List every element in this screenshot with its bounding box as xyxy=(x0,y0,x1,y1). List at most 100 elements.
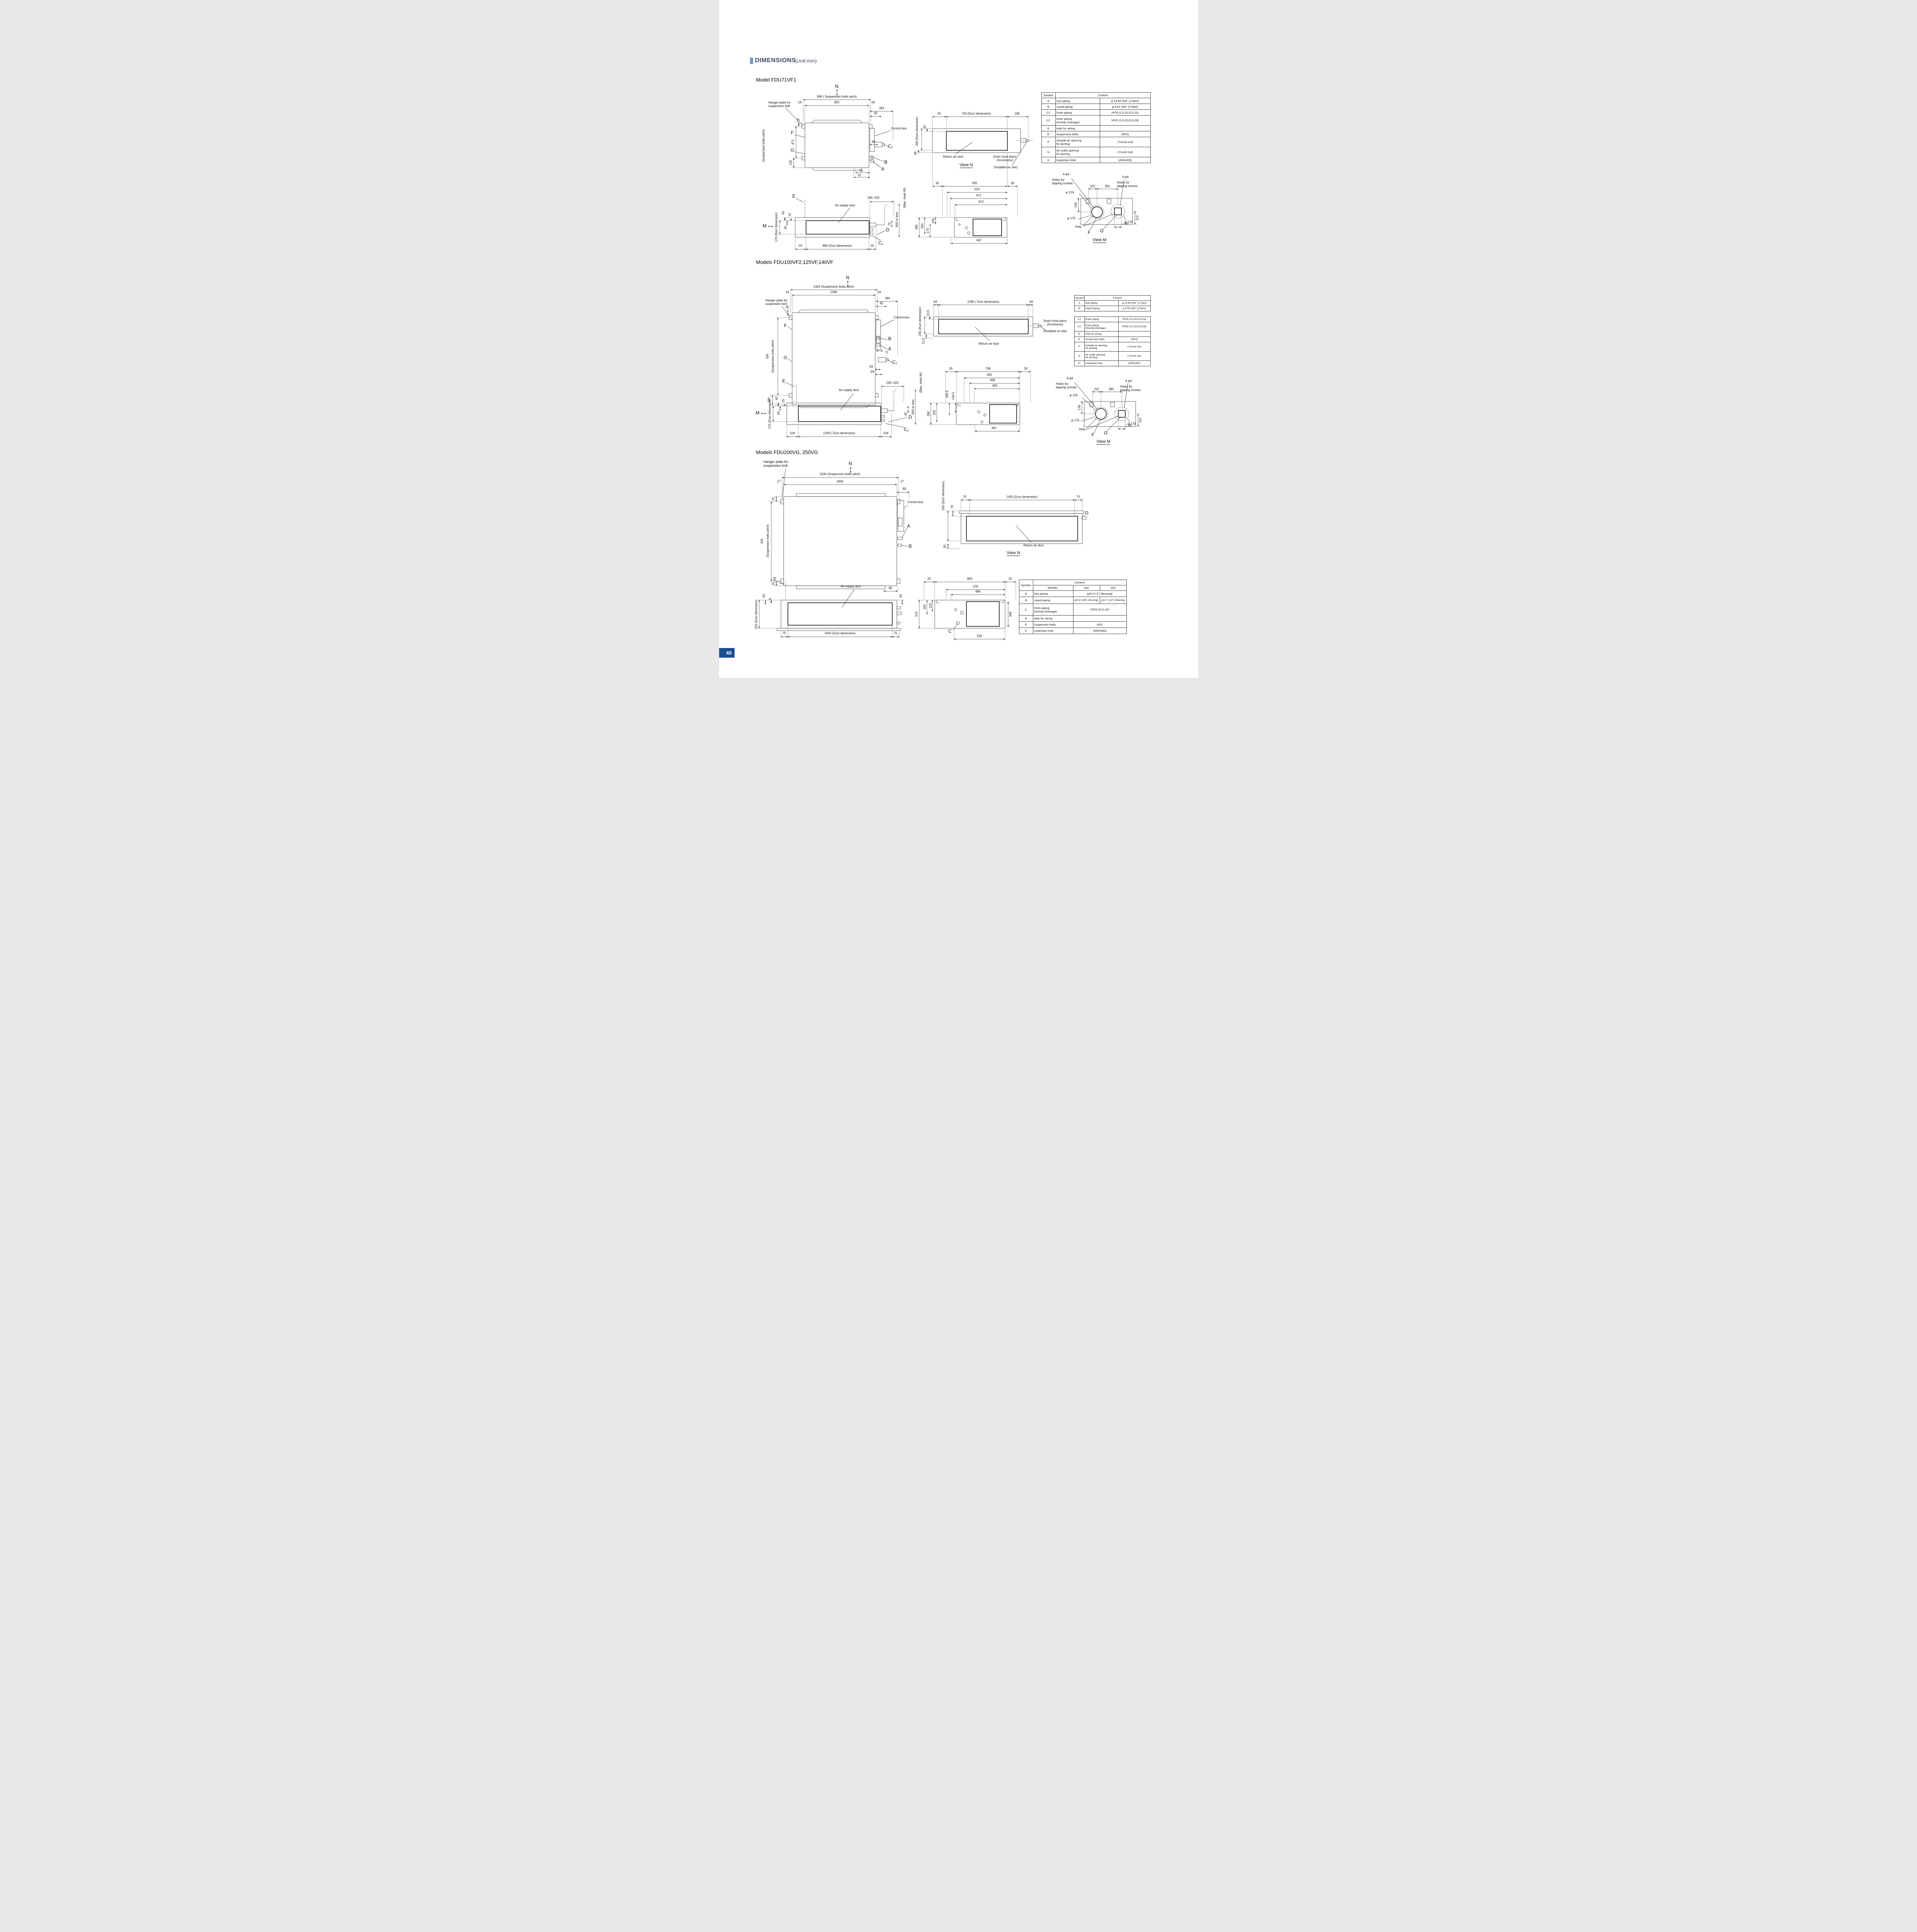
s2-detail-drawing xyxy=(928,371,1031,432)
s1-fourphi-left: 4-φ4 xyxy=(1063,172,1069,176)
s3-dim-50b: 50 xyxy=(899,594,903,598)
s3-view-arrow-n: N xyxy=(849,461,852,466)
s1-installed-label: (Installed on site) xyxy=(994,165,1017,169)
s2-row-d-label: Hole for wiring xyxy=(1084,331,1119,337)
s1-dim-duct740: 740 (Duct dimension) xyxy=(961,112,991,116)
s1-dim-55b: 55 xyxy=(871,244,874,248)
s2-dim-405: 405 xyxy=(992,384,998,388)
s2-row-a-value: φ 15.88 (5/8" )( Flare) xyxy=(1118,300,1151,306)
s2-row-b-sym: B xyxy=(1074,306,1085,311)
s3-th-250: 250 xyxy=(1099,585,1127,591)
s1-row-c1-value: VP25 (I.D.25,O.D.32) xyxy=(1099,109,1151,116)
page-title-unit: (Unit:mm) xyxy=(794,58,817,64)
s3-dim-486: 486 xyxy=(975,590,981,594)
s3-row-d-label: Hole for wiring xyxy=(1032,615,1073,622)
s3-row-b-label: Liquid piping xyxy=(1032,597,1073,604)
s1-sym-e: E xyxy=(792,193,796,199)
s2-dim-duct1200: 1200 ( Duct dimension) xyxy=(823,431,855,435)
s1-row-g-value: ( Knock out) xyxy=(1099,147,1151,157)
s2-sym-a: A xyxy=(888,346,891,352)
s3-th-200: 200 xyxy=(1073,585,1100,591)
s2-dim-285: 285 xyxy=(1108,387,1114,391)
s2-maxdrain-label: (Max. drain lift) xyxy=(919,372,923,393)
s1-dim-duct880: 880 (Duct dimension) xyxy=(822,244,852,248)
s1-dim-15: 15 xyxy=(788,213,792,217)
s2-row-c2-value: VP20 (I.D.20,O.D.26) xyxy=(1118,322,1151,332)
s1-dim-18b: 18 xyxy=(871,100,875,104)
s2-airsupply-label: Air supply duct xyxy=(839,388,859,392)
s2-dim-59: 59 xyxy=(869,365,873,369)
s1-viewN-drawing xyxy=(916,116,1033,166)
s2-dim-104b: 104 xyxy=(883,431,889,435)
s1-hole-label: Hole xyxy=(1075,225,1082,229)
s1-row-a-label: Gas piping xyxy=(1055,98,1100,104)
s3-dim-50a: 50 xyxy=(762,594,766,598)
s2-row-c2-sym: C2 xyxy=(1074,322,1085,332)
s3-dim-duct1450b: 1450 (Duct dimension) xyxy=(824,631,856,635)
s2-row-h-label: Inspection hole xyxy=(1084,361,1119,366)
s1-phi124-label: φ 124 xyxy=(1066,190,1074,194)
s2-dim-43: 43 xyxy=(775,396,779,400)
s2-phi170-left: φ 170 xyxy=(1071,418,1079,422)
s1-dim-175: 175 xyxy=(926,228,930,233)
s2-dim-28: 28 xyxy=(786,305,789,309)
s2-dim-467: 467 xyxy=(991,426,997,430)
s3-dim-pitch: 1634 (Suspension bolts pitch) xyxy=(819,472,861,476)
s3-row-d-sym: D xyxy=(1019,615,1033,622)
s2-holes-right: Holes for tapping screws xyxy=(1120,385,1141,392)
s2-row-g-sym: G xyxy=(1074,351,1085,361)
s2-th-content: Content xyxy=(1084,295,1151,301)
section-marker xyxy=(750,58,753,64)
s3-dim-539: 539 xyxy=(976,634,982,638)
s1-dim-467: 467 xyxy=(976,238,982,242)
s2-row-d-value xyxy=(1118,331,1151,337)
s2-row-a-sym: A xyxy=(1074,300,1085,306)
s2-dim-1845: 184.5 xyxy=(945,390,949,398)
s1-dim-280: 280 xyxy=(915,224,919,230)
s2-row-h-sym: H xyxy=(1074,361,1085,366)
s2-viewM-drawing xyxy=(1074,382,1140,434)
page-title: DIMENSIONS xyxy=(755,57,796,64)
s2-sbp-left: (Suspension bolts pitch) xyxy=(771,340,775,373)
s2-dim-15: 15 xyxy=(781,399,785,403)
s1-dim-69: 69 xyxy=(872,140,875,144)
s3-viewN-drawing xyxy=(946,499,1086,549)
s1-holes-left: Holes for tapping screws xyxy=(1052,178,1073,185)
s2-dim-295: 295~325 xyxy=(886,381,899,385)
s2-dim-250: 250 xyxy=(932,410,936,415)
s2-th-symbol: Symbol xyxy=(1074,295,1085,301)
s1-viewM-caption: View M xyxy=(1092,238,1107,243)
s2-row-f-value: ( Knock out) xyxy=(1118,342,1151,352)
s2-row-b-value: φ 9.52 (3/8" )( Flare) xyxy=(1118,306,1151,311)
s2-row-e-label: Suspension bolts xyxy=(1084,337,1119,342)
s1-viewM-drawing xyxy=(1071,178,1137,231)
s2-phi124-label: φ 124 xyxy=(1070,393,1078,397)
s2-dim-92: 92 xyxy=(904,412,908,416)
s2-sym-e: E xyxy=(782,378,786,384)
s2-dim-1345: 134.5 xyxy=(951,392,955,400)
s3-dim-25a: 25 xyxy=(927,577,931,581)
s2-dim-139: 139 xyxy=(1077,405,1081,410)
s2-viewM-f: F xyxy=(1091,432,1095,438)
s3-return-duct-label: Return air duct xyxy=(1023,544,1044,547)
s1-row-a-value: φ 15.88 (5/8" )( Flare) xyxy=(1099,98,1151,104)
s3-dim-31b: 31 xyxy=(771,582,775,585)
s1-dim-635: 635 xyxy=(972,181,978,185)
s1-sym-a: A xyxy=(881,166,885,172)
s1-dim-30b: 30 xyxy=(1011,181,1014,185)
s1-row-a-sym: A xyxy=(1041,98,1056,104)
s1-row-e-value: (M10) xyxy=(1099,131,1151,137)
s3-row-a-sym: A xyxy=(1019,590,1033,597)
manual-page: DIMENSIONS (Unit:mm) Model FDU71VF1 N 98… xyxy=(719,0,1198,678)
s3-dim-75c: 75 xyxy=(782,631,786,635)
s3-sym-a: A xyxy=(907,523,910,529)
s2-dim-215: 21.5 xyxy=(922,338,925,344)
s1-dim-55a: 55 xyxy=(799,244,802,248)
s1-return-duct-label: Return air duct xyxy=(943,155,963,158)
s3-viewN-caption: View N xyxy=(1007,551,1020,556)
s1-row-h-sym: H xyxy=(1041,157,1056,163)
s1-row-f-value: ( Knock out) xyxy=(1099,137,1151,147)
s1-sym-f: F xyxy=(791,130,794,136)
s3-sym-b: B xyxy=(908,543,912,549)
